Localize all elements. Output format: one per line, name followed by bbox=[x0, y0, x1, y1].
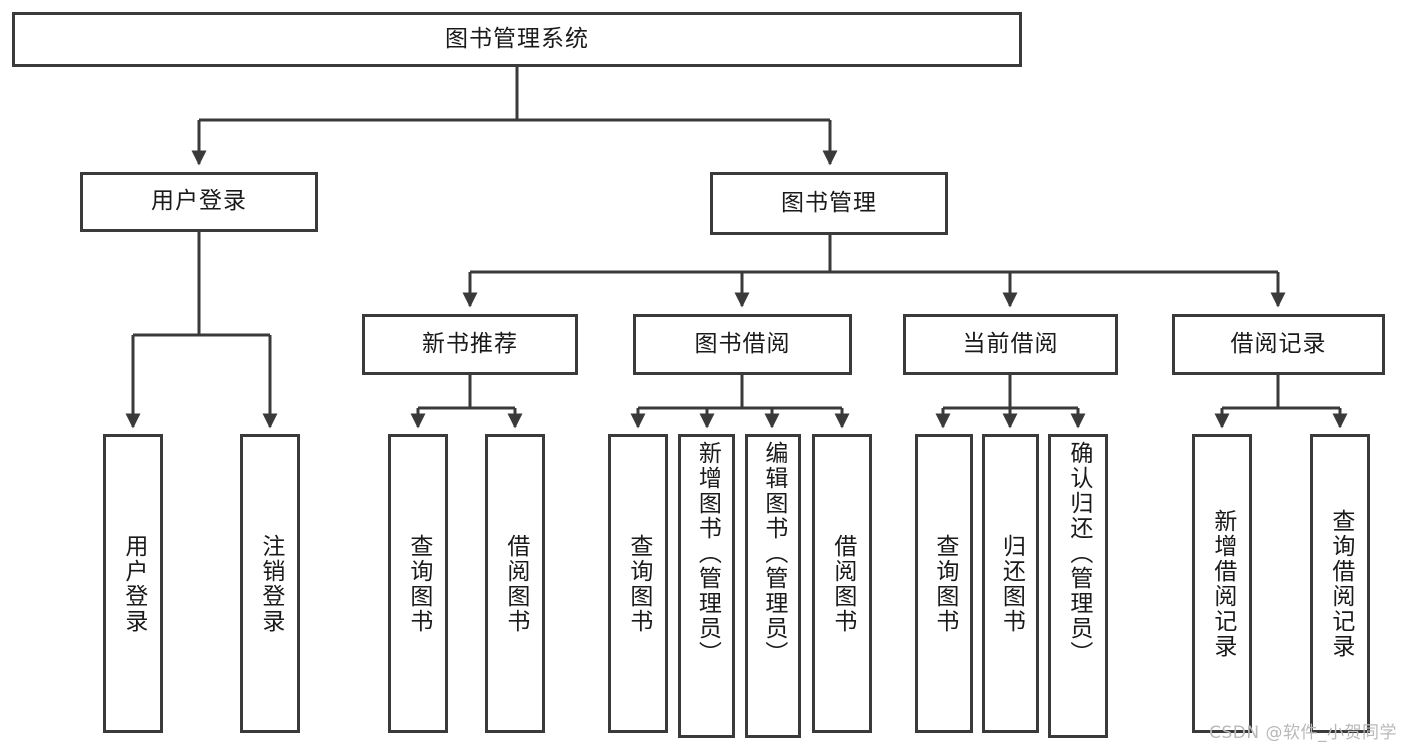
leaf-label: 查询图书 bbox=[405, 533, 432, 634]
leaf-label: 查询图书 bbox=[625, 533, 652, 634]
leaf-borrow-edit-book-admin[interactable]: 编辑图书（管理员） bbox=[745, 434, 801, 738]
leaf-label: 查询图书 bbox=[931, 533, 958, 634]
node-book-borrow[interactable]: 图书借阅 bbox=[633, 314, 852, 375]
leaf-current-confirm-return-admin[interactable]: 确认归还（管理员） bbox=[1048, 434, 1108, 738]
leaf-label: 新增图书（管理员） bbox=[694, 441, 721, 666]
leaf-borrow-add-book-admin[interactable]: 新增图书（管理员） bbox=[678, 434, 735, 738]
leaf-new-book-query[interactable]: 查询图书 bbox=[388, 434, 448, 733]
leaf-records-query-record[interactable]: 查询借阅记录 bbox=[1310, 434, 1370, 733]
leaf-user-login-logout[interactable]: 注销登录 bbox=[240, 434, 300, 733]
leaf-label: 归还图书 bbox=[998, 533, 1025, 634]
node-user-login[interactable]: 用户登录 bbox=[80, 172, 318, 232]
leaf-label: 确认归还（管理员） bbox=[1065, 441, 1092, 666]
leaf-borrow-query-book[interactable]: 查询图书 bbox=[608, 434, 668, 733]
node-current-borrow[interactable]: 当前借阅 bbox=[903, 314, 1118, 375]
node-root-system[interactable]: 图书管理系统 bbox=[12, 12, 1022, 67]
leaf-label: 注销登录 bbox=[257, 533, 284, 634]
node-book-management[interactable]: 图书管理 bbox=[710, 172, 948, 235]
leaf-current-query-book[interactable]: 查询图书 bbox=[915, 434, 973, 733]
leaf-label: 用户登录 bbox=[120, 533, 147, 634]
leaf-label: 借阅图书 bbox=[829, 533, 856, 634]
csdn-watermark: CSDN @软件_小贺同学 bbox=[1209, 723, 1397, 743]
leaf-label: 新增借阅记录 bbox=[1209, 508, 1236, 659]
leaf-new-book-borrow[interactable]: 借阅图书 bbox=[485, 434, 545, 733]
node-new-book-recommend[interactable]: 新书推荐 bbox=[362, 314, 578, 375]
node-borrow-records[interactable]: 借阅记录 bbox=[1172, 314, 1385, 375]
leaf-user-login-login[interactable]: 用户登录 bbox=[103, 434, 163, 733]
leaf-current-return-book[interactable]: 归还图书 bbox=[982, 434, 1039, 733]
leaf-label: 借阅图书 bbox=[502, 533, 529, 634]
leaf-label: 查询借阅记录 bbox=[1327, 508, 1354, 659]
leaf-records-add-record[interactable]: 新增借阅记录 bbox=[1192, 434, 1252, 733]
leaf-label: 编辑图书（管理员） bbox=[760, 441, 787, 666]
leaf-borrow-borrow-book[interactable]: 借阅图书 bbox=[812, 434, 872, 733]
